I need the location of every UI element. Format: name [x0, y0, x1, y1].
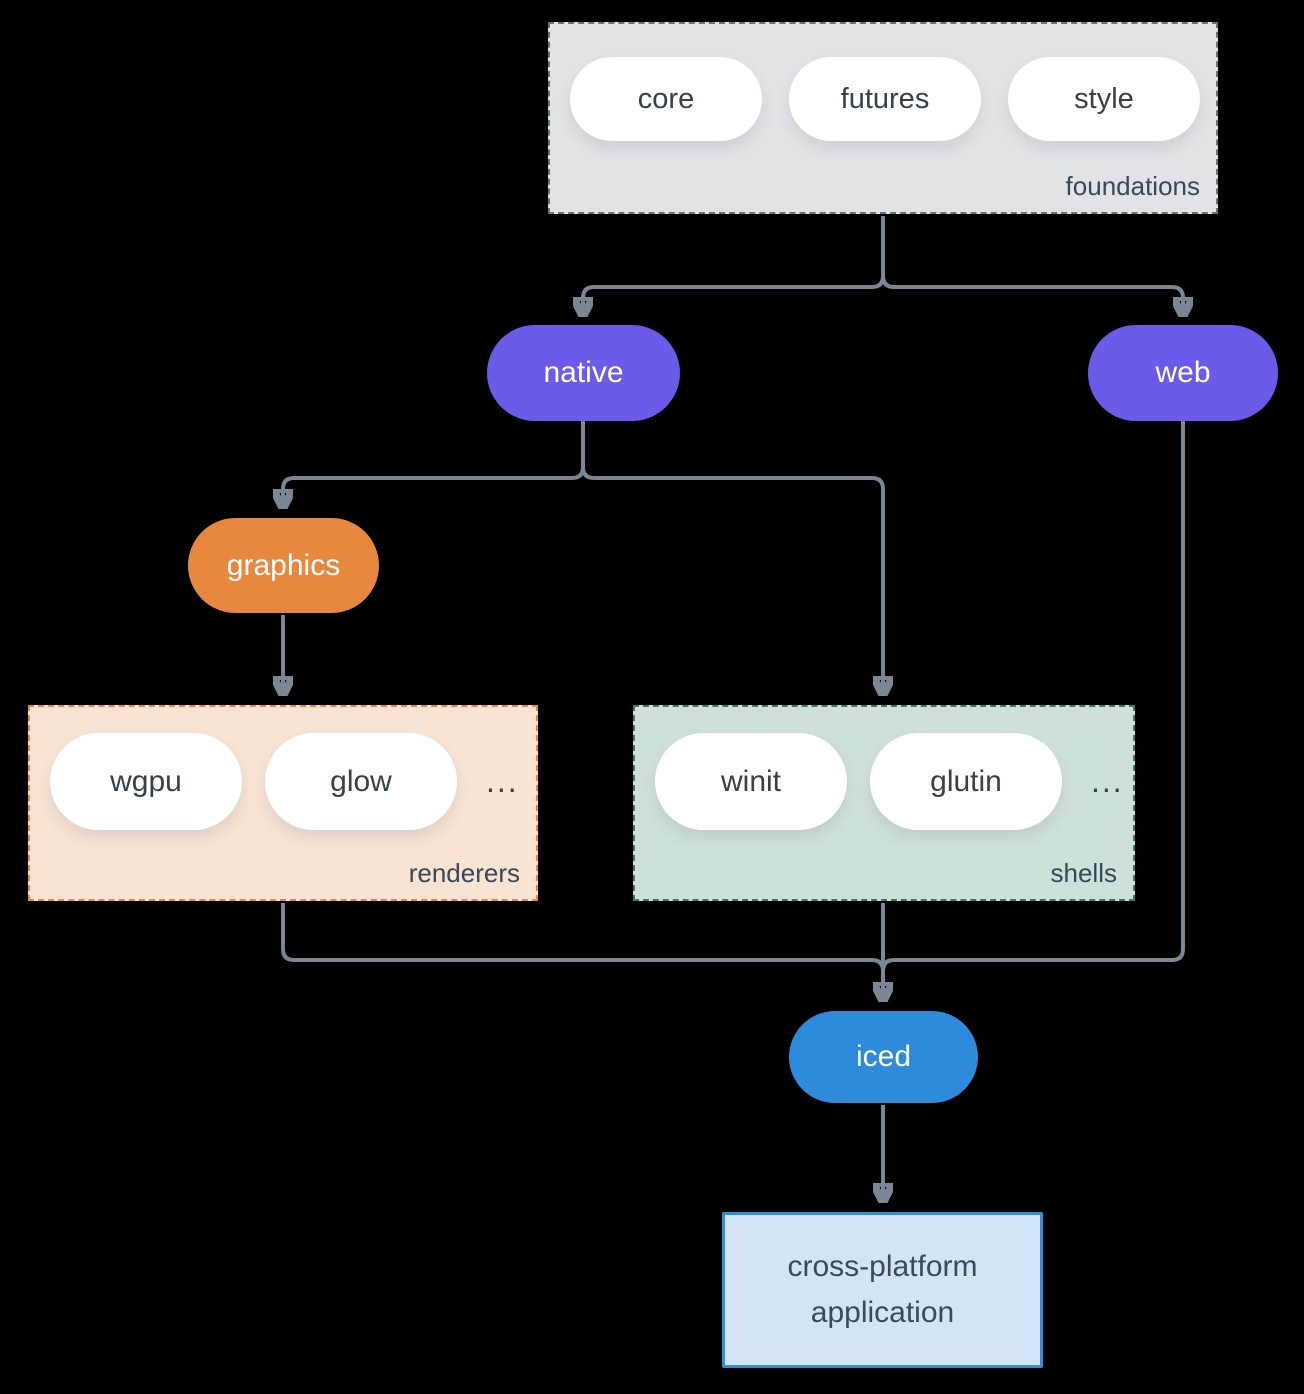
application-label-line2: application	[810, 1296, 955, 1329]
edge-foundations-web	[881, 216, 1183, 313]
node-iced: iced	[789, 1011, 978, 1103]
foundations-pills: core futures style	[550, 24, 1216, 141]
renderers-group-label: renderers	[408, 858, 520, 888]
foundations-group-label: foundations	[1065, 171, 1200, 201]
group-foundations: core futures style foundations	[548, 22, 1218, 214]
renderers-pills: wgpu glow ...	[30, 707, 536, 830]
node-core-label: core	[637, 82, 695, 115]
node-futures-label: futures	[840, 82, 930, 115]
edge-renderers-merge	[281, 903, 885, 972]
application-label-line1: cross-platform	[787, 1250, 978, 1283]
node-glutin-label: glutin	[930, 764, 1002, 798]
node-graphics-label: graphics	[226, 548, 341, 582]
edge-native-graphics	[283, 421, 585, 505]
shells-ellipsis: ...	[1091, 763, 1124, 799]
node-winit-label: winit	[720, 764, 781, 798]
node-glow-label: glow	[330, 764, 392, 798]
renderers-ellipsis: ...	[486, 763, 519, 799]
node-core: core	[570, 57, 762, 141]
node-iced-label: iced	[855, 1040, 912, 1073]
node-glutin: glutin	[870, 733, 1062, 830]
shells-pills: winit glutin ...	[635, 707, 1133, 830]
node-web-label: web	[1155, 356, 1211, 389]
node-futures: futures	[789, 57, 981, 141]
node-glow: glow	[265, 733, 457, 830]
node-style: style	[1008, 57, 1200, 141]
edge-foundations-native	[583, 216, 885, 313]
node-winit: winit	[655, 733, 847, 830]
node-wgpu-label: wgpu	[110, 764, 182, 798]
node-graphics: graphics	[188, 518, 379, 613]
node-style-label: style	[1074, 82, 1134, 115]
node-native: native	[487, 325, 680, 421]
group-shells: winit glutin ... shells	[633, 705, 1135, 901]
shells-group-label: shells	[1050, 858, 1117, 888]
edge-native-shells	[581, 421, 883, 692]
node-web: web	[1088, 325, 1278, 421]
group-renderers: wgpu glow ... renderers	[28, 705, 538, 901]
node-native-label: native	[543, 356, 624, 389]
cross-platform-application-box: cross-platform application	[722, 1212, 1043, 1368]
node-wgpu: wgpu	[50, 733, 242, 830]
